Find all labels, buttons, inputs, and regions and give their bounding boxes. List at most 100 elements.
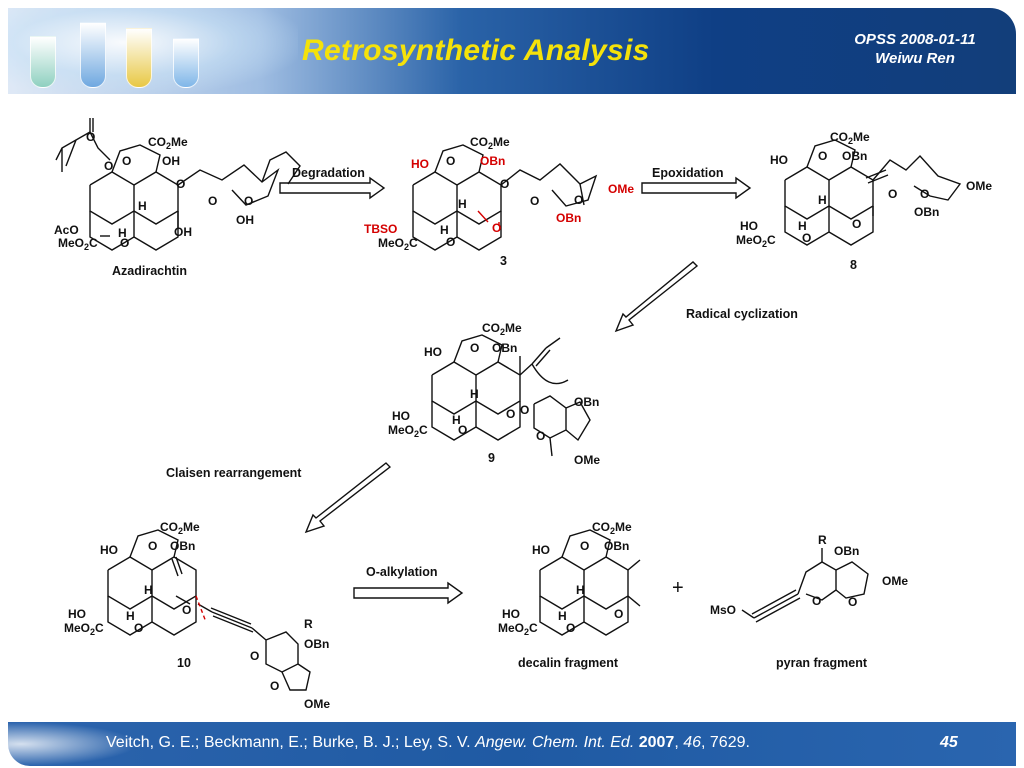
h-label: H: [440, 223, 449, 237]
decalin-fragment-structure: [539, 529, 641, 636]
h-label: H: [138, 199, 147, 213]
ho-label: HO: [740, 219, 758, 233]
page-number: 45: [940, 734, 958, 751]
co2me-label: CO2Me: [470, 135, 510, 151]
meo2c-label: MeO2C: [64, 621, 104, 637]
plus-sign: +: [672, 577, 684, 599]
compound-3-structure: [412, 144, 598, 251]
co2me-label: CO2Me: [830, 130, 870, 146]
co2me-label: CO2Me: [482, 321, 522, 337]
ring-o: O: [920, 187, 929, 201]
h-label: H: [558, 609, 567, 623]
obn-label: OBn: [492, 341, 517, 355]
ring-o: O: [176, 177, 185, 191]
ring-o: O: [122, 154, 131, 168]
event-date: OPSS 2008-01-11: [854, 31, 976, 48]
ring-o: O: [458, 423, 467, 437]
h-label: H: [818, 193, 827, 207]
oh-label: OH: [174, 225, 192, 239]
obn-label: OBn: [480, 154, 505, 168]
ring-o: O: [120, 236, 129, 250]
ome-label: OMe: [966, 179, 992, 193]
glassware-image: [8, 8, 298, 94]
ho-label: HO: [68, 607, 86, 621]
step-label-claisen: Claisen rearrangement: [166, 466, 302, 480]
ester-o: O: [104, 159, 113, 173]
retro-arrow-degradation: [279, 176, 386, 200]
mso-label: MsO: [710, 603, 736, 617]
step-label-epoxidation: Epoxidation: [652, 166, 724, 180]
meo2c-label: MeO2C: [58, 236, 98, 252]
h-label: H: [126, 609, 135, 623]
co2me-label: CO2Me: [148, 135, 188, 151]
retro-arrow-epoxidation: [641, 176, 752, 200]
ome-label: OMe: [608, 182, 634, 196]
compound-label-9: 9: [488, 451, 495, 465]
ome-label: OMe: [882, 574, 908, 588]
compound-9-structure: [431, 334, 591, 457]
compound-label-decalin-fragment: decalin fragment: [518, 656, 619, 670]
citation-volume: 46: [683, 734, 701, 751]
ho-label: HO: [770, 153, 788, 167]
ring-o: O: [818, 149, 827, 163]
ring-o: O: [574, 193, 583, 207]
ring-o: O: [208, 194, 217, 208]
ho-label: HO: [424, 345, 442, 359]
ring-o: O: [134, 621, 143, 635]
ring-o: O: [244, 194, 253, 208]
obn-label: OBn: [304, 637, 329, 651]
aco-label: AcO: [54, 223, 79, 237]
obn-label: OBn: [604, 539, 629, 553]
pyran-fragment-structure: [741, 548, 869, 623]
citation-pages: , 7629.: [701, 734, 750, 751]
compound-label-azadirachtin: Azadirachtin: [112, 264, 188, 278]
tbso-label: TBSO: [364, 222, 397, 236]
ring-o: O: [446, 235, 455, 249]
h-label: H: [144, 583, 153, 597]
enol-o: O: [182, 603, 191, 617]
obn-label: OBn: [842, 149, 867, 163]
header-banner: [8, 8, 1016, 94]
ketone-o: O: [492, 221, 501, 235]
ring-o: O: [148, 539, 157, 553]
footer-bar: [8, 722, 1016, 766]
h-label: H: [576, 583, 585, 597]
slide-title: Retrosynthetic Analysis: [302, 34, 650, 67]
ring-o: O: [812, 594, 821, 608]
test-tube-image: [126, 28, 152, 88]
ring-o: O: [520, 403, 529, 417]
azadirachtin-structure: [55, 118, 301, 251]
ketone-o: O: [614, 607, 623, 621]
step-label-degradation: Degradation: [292, 166, 365, 180]
h-label: H: [452, 413, 461, 427]
compound-label-8: 8: [850, 258, 857, 272]
ho-label: HO: [502, 607, 520, 621]
ho-label: HO: [392, 409, 410, 423]
header-meta: OPSS 2008-01-11 Weiwu Ren: [820, 30, 1010, 68]
citation-journal: Angew. Chem. Int. Ed.: [475, 734, 635, 751]
retro-arrow-radical-cyclization: [614, 261, 699, 333]
compound-label-pyran-fragment: pyran fragment: [776, 656, 867, 670]
meo2c-label: MeO2C: [388, 423, 428, 439]
citation-year: 2007: [638, 734, 675, 751]
ketone-o: O: [506, 407, 515, 421]
oh-label: OH: [236, 213, 254, 227]
obn-label: OBn: [914, 205, 939, 219]
h-label: H: [458, 197, 467, 211]
oh-label: OH: [162, 154, 180, 168]
ho-label: HO: [532, 543, 550, 557]
h-label: H: [470, 387, 479, 401]
ring-o: O: [530, 194, 539, 208]
step-label-o-alkylation: O-alkylation: [366, 565, 438, 579]
h-label: H: [798, 219, 807, 233]
retro-arrow-claisen: [304, 462, 392, 534]
citation-authors: Veitch, G. E.; Beckmann, E.; Burke, B. J…: [106, 734, 476, 751]
meo2c-label: MeO2C: [378, 236, 418, 252]
co2me-label: CO2Me: [160, 520, 200, 536]
co2me-label: CO2Me: [592, 520, 632, 536]
ring-o: O: [470, 341, 479, 355]
test-tube-image: [80, 22, 106, 88]
test-tube-image: [173, 38, 199, 88]
